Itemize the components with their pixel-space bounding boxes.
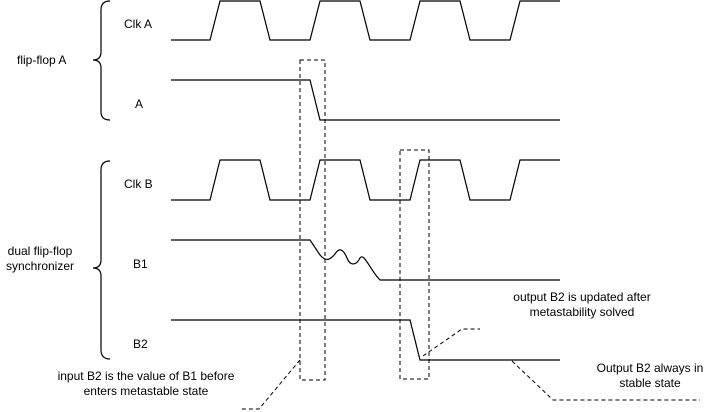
leader-line-input-b2 [240, 359, 301, 410]
annotation-input-b2-line2: enters metastable state [83, 384, 209, 398]
brace-flip-flop-a [92, 0, 111, 121]
signal-label-b2: B2 [133, 337, 148, 351]
annotation-stable-line2: stable state [619, 376, 681, 390]
dashed-box-capture-2 [399, 149, 430, 380]
annotation-stable-state: Output B2 always in stable state [582, 361, 718, 391]
b1-waveform [171, 239, 560, 281]
group-label-dual-flip-flop: dual flip-flop synchronizer [0, 244, 80, 274]
b2-waveform [171, 319, 560, 361]
brace-dual-flip-flop [92, 160, 111, 360]
signal-label-clk-a: Clk A [124, 17, 153, 31]
annotation-input-b2-line1: input B2 is the value of B1 before [57, 369, 235, 383]
a-waveform [171, 79, 560, 121]
signal-label-clk-b: Clk B [124, 177, 153, 191]
annotation-stable-line1: Output B2 always in [596, 361, 704, 375]
leader-line-stable [511, 360, 700, 401]
annotation-output-updated: output B2 is updated after metastability… [492, 290, 672, 320]
group-label-dual-line1: dual flip-flop [7, 244, 73, 258]
signal-label-b1: B1 [133, 257, 148, 271]
clk-a-waveform [171, 0, 560, 41]
annotation-input-b2: input B2 is the value of B1 before enter… [28, 369, 264, 399]
clk-b-waveform [171, 159, 560, 201]
signal-label-a: A [135, 97, 144, 111]
dashed-box-capture-1 [299, 59, 326, 381]
annotation-updated-line2: metastability solved [529, 305, 635, 319]
group-label-flip-flop-a: flip-flop A [17, 53, 67, 67]
leader-line-updated [422, 328, 480, 357]
group-label-dual-line2: synchronizer [5, 259, 75, 273]
annotation-updated-line1: output B2 is updated after [513, 290, 651, 304]
